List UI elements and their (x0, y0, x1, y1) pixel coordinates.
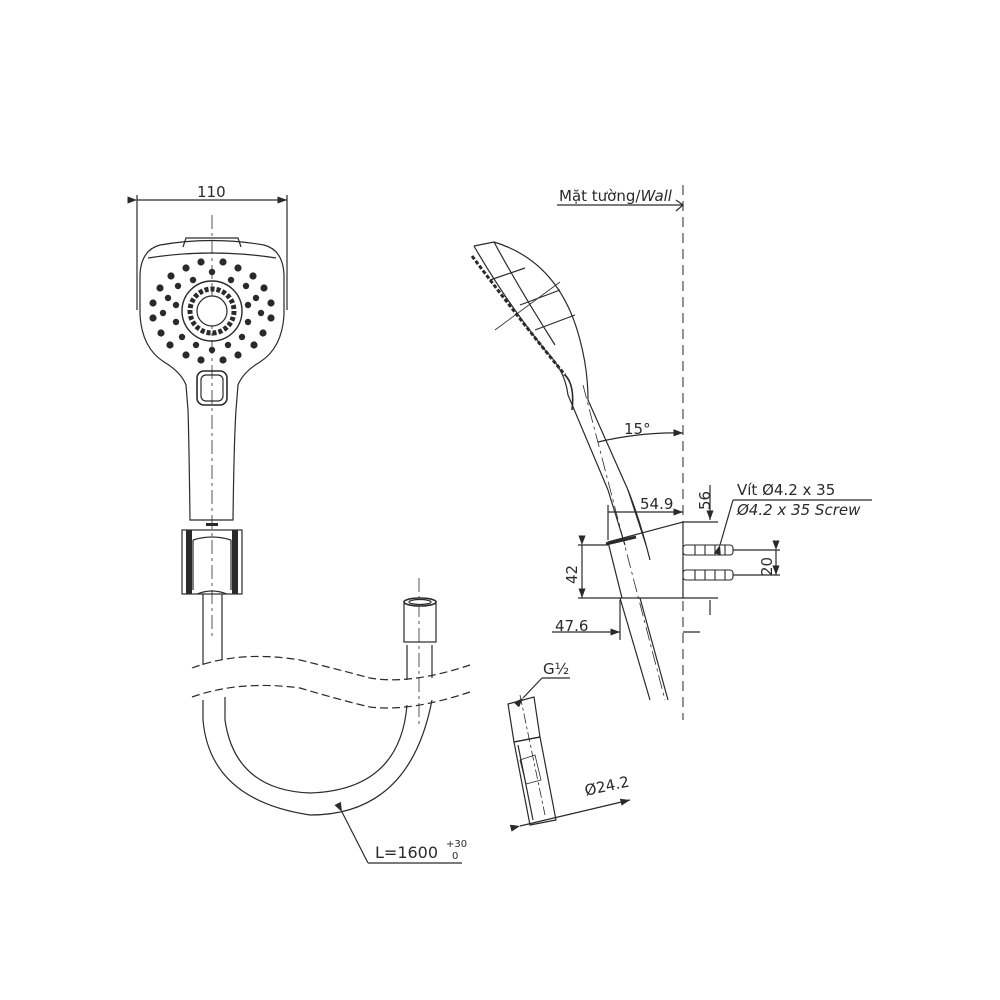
dimension-54-9: 54.9 (640, 495, 674, 513)
dimension-42: 42 (563, 564, 581, 584)
connector-detail (507, 677, 631, 832)
angle-dimension-label: 15° (624, 420, 651, 438)
thread-label: G½ (543, 660, 570, 678)
wall-label-en: Wall (640, 187, 672, 205)
dimension-56: 56 (696, 490, 714, 510)
side-view-shower (470, 185, 872, 720)
hose-length-label: L=1600 (375, 843, 439, 862)
screw-label-en: Ø4.2 x 35 Screw (737, 501, 861, 519)
wall-label-vi: Mặt tường/ (559, 187, 641, 205)
wall-label: Mặt tường/Wall (559, 187, 672, 205)
screw-label-vi: Vít Ø4.2 x 35 (737, 481, 836, 499)
hose-drawing (191, 578, 471, 864)
hose-tolerance-lower: 0 (452, 851, 459, 862)
width-dimension-label: 110 (197, 183, 226, 201)
front-view-shower (127, 195, 288, 640)
hose-tolerance-upper: +30 (446, 839, 468, 850)
dimension-20: 20 (758, 556, 776, 576)
dimension-47-6: 47.6 (555, 617, 589, 635)
